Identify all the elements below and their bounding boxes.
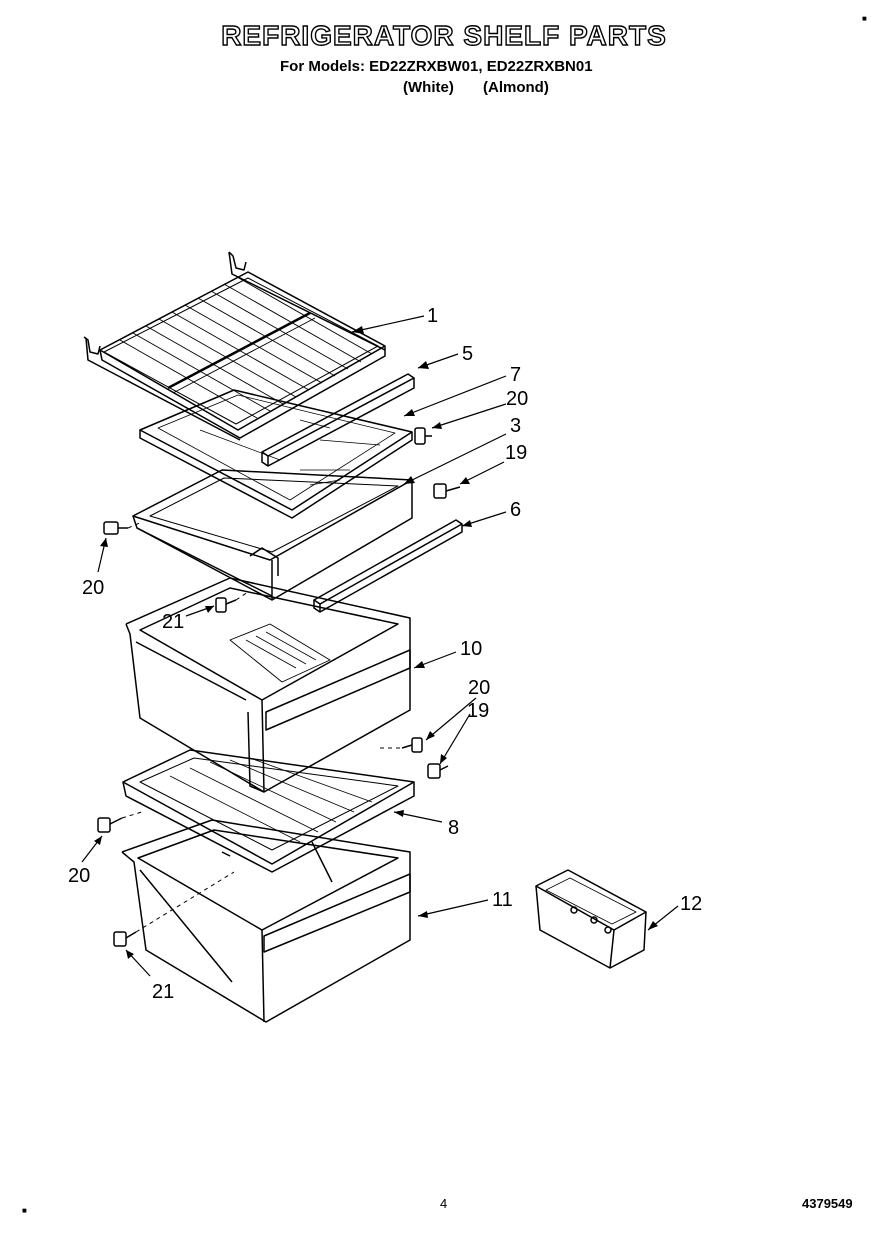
part-20-clip-a [414,427,432,445]
part-19-clip-a [433,483,461,499]
color-white-label: (White) [403,79,454,96]
part-1-wire-shelf [83,251,386,441]
part-21-pin-b [113,931,137,947]
callout-20-lower: 20 [68,865,90,887]
part-7-glass-shelf [139,389,413,519]
callout-12: 12 [680,893,702,915]
part-20-clip-c [401,737,423,753]
page-number: 4 [440,1196,448,1211]
arrowheads [94,326,658,959]
callout-11: 11 [492,889,513,911]
callout-21-lower: 21 [152,981,174,1003]
part-3-frame [132,469,413,601]
part-5-rail [261,373,415,467]
callout-1: 1 [427,305,438,327]
callout-20-mid: 20 [468,677,490,699]
color-almond-label: (Almond) [483,79,549,96]
part-6-rail [313,519,463,613]
part-11-crisper-pan [121,819,411,1023]
registration-mark-top: ■ [862,14,867,23]
models-line: For Models: ED22ZRXBW01, ED22ZRXBN01 [280,58,593,75]
document-number: 4379549 [802,1196,853,1211]
callout-10: 10 [460,638,482,660]
callout-3: 3 [510,415,521,437]
callout-6: 6 [510,499,521,521]
callout-19-mid: 19 [467,700,489,722]
part-12-bin [535,869,647,969]
page-title: REFRIGERATOR SHELF PARTS [221,19,667,51]
part-20-clip-b [103,521,128,535]
callout-19-top: 19 [505,442,527,464]
callout-20-left: 20 [82,577,104,599]
part-8-crisper-cover [122,749,415,873]
part-19-clip-b [427,763,449,779]
callout-21-upper: 21 [162,611,184,633]
callout-8: 8 [448,817,459,839]
callout-5: 5 [462,343,473,365]
callout-20-top: 20 [506,388,528,410]
part-10-crisper-pan [125,577,411,793]
part-20-clip-d [97,817,123,833]
part-21-pin-a [215,597,237,613]
registration-mark-bottom: ■ [22,1206,27,1215]
callout-7: 7 [510,364,521,386]
